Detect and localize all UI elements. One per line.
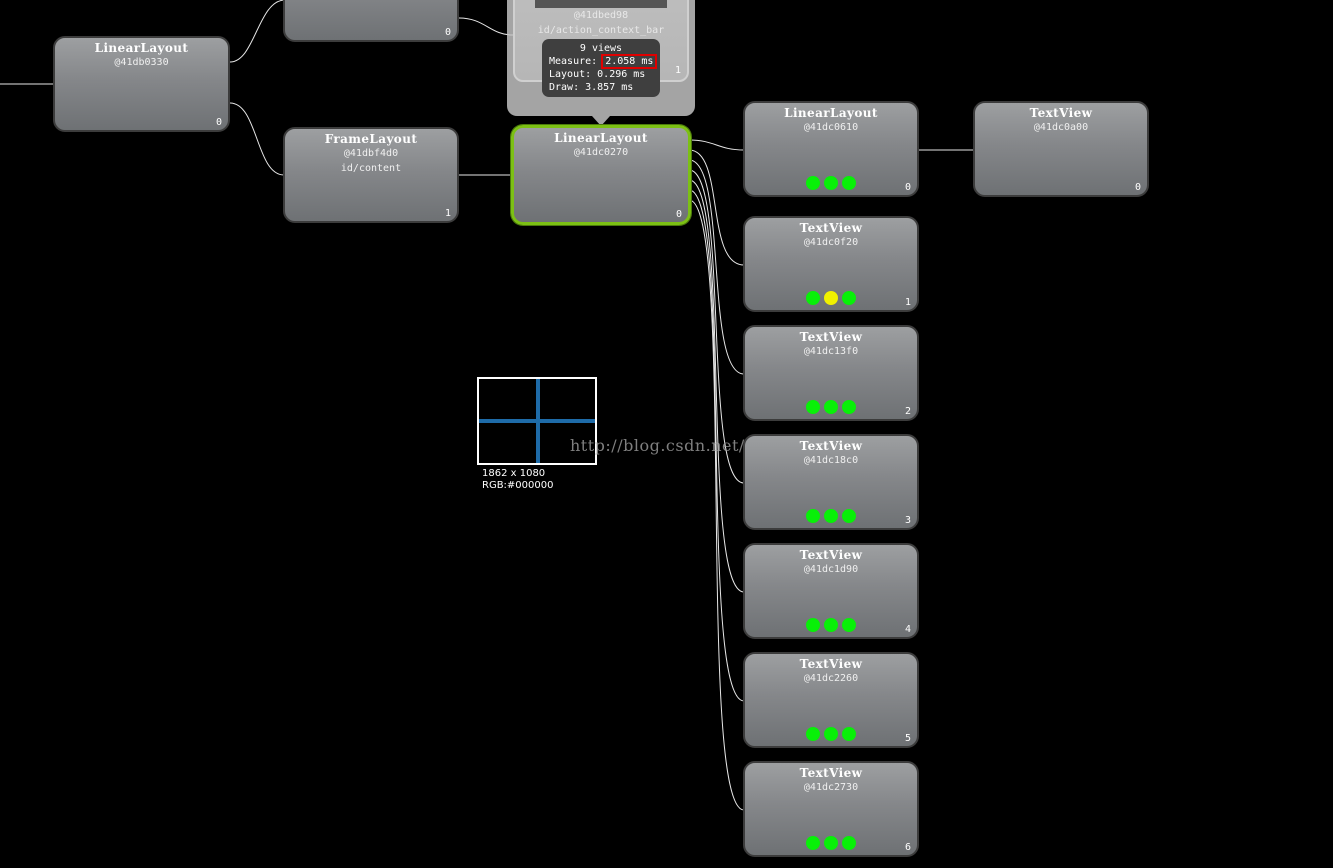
node-textview-2[interactable]: TextView @41dc13f0 2 xyxy=(743,325,919,421)
node-index: 0 xyxy=(444,27,451,38)
node-id: @41dc13f0 xyxy=(803,346,859,357)
node-id: @41dc0610 xyxy=(803,122,859,133)
perf-indicators xyxy=(745,509,917,523)
node-title: LinearLayout xyxy=(554,131,648,145)
node-title: TextView xyxy=(799,548,863,562)
crosshair-vertical xyxy=(536,379,540,463)
layout-indicator xyxy=(824,291,838,305)
measure-indicator xyxy=(806,400,820,414)
draw-indicator xyxy=(842,176,856,190)
node-title: TextView xyxy=(799,657,863,671)
node-id: @41dc1d90 xyxy=(803,564,859,575)
node-index: 1 xyxy=(674,65,681,76)
perf-indicators xyxy=(745,291,917,305)
node-id: @41dc0a00 xyxy=(1033,122,1089,133)
node-index: 0 xyxy=(904,182,911,193)
draw-time: Draw: 3.857 ms xyxy=(549,82,634,93)
node-id: @41dbed98 xyxy=(573,10,629,21)
node-index: 1 xyxy=(444,208,451,219)
node-id: @41dc2730 xyxy=(803,782,859,793)
node-index: 2 xyxy=(904,406,911,417)
perf-indicators xyxy=(745,618,917,632)
node-title: TextView xyxy=(799,221,863,235)
draw-indicator xyxy=(842,618,856,632)
node-title: TextView xyxy=(799,330,863,344)
node-linearlayout-selected[interactable]: LinearLayout @41dc0270 0 xyxy=(511,125,691,225)
node-id: @41dc0270 xyxy=(573,147,629,158)
measure-indicator xyxy=(806,727,820,741)
node-top-partial[interactable]: 0 xyxy=(283,0,459,42)
layout-time: Layout: 0.296 ms xyxy=(549,69,646,80)
perf-indicators xyxy=(745,176,917,190)
measure-value: 2.058 ms xyxy=(601,54,658,69)
views-count: 9 views xyxy=(579,43,623,54)
timing-stats: 9 views Measure: 2.058 ms Layout: 0.296 … xyxy=(542,39,660,97)
layout-preview[interactable] xyxy=(477,377,597,465)
node-id: @41dc2260 xyxy=(803,673,859,684)
draw-indicator xyxy=(842,836,856,850)
node-resource-id: id/content xyxy=(340,163,402,174)
node-textview-6[interactable]: TextView @41dc2730 6 xyxy=(743,761,919,857)
node-resource-id: id/action_context_bar xyxy=(537,25,665,36)
perf-indicators xyxy=(745,727,917,741)
node-id: @41dc18c0 xyxy=(803,455,859,466)
measure-time: Measure: 2.058 ms xyxy=(549,54,658,69)
measure-indicator xyxy=(806,509,820,523)
node-framelayout[interactable]: FrameLayout @41dbf4d0 id/content 1 xyxy=(283,127,459,223)
node-index: 4 xyxy=(904,624,911,635)
node-index: 6 xyxy=(904,842,911,853)
node-title: TextView xyxy=(1029,106,1093,120)
node-id: @41dbf4d0 xyxy=(343,148,399,159)
draw-indicator xyxy=(842,727,856,741)
node-textview-3[interactable]: TextView @41dc18c0 3 xyxy=(743,434,919,530)
layout-indicator xyxy=(824,509,838,523)
layout-indicator xyxy=(824,836,838,850)
ghost-bar xyxy=(535,0,667,8)
preview-info: 1862 x 1080 RGB:#000000 xyxy=(482,468,553,492)
node-index: 5 xyxy=(904,733,911,744)
node-textview-grandchild[interactable]: TextView @41dc0a00 0 xyxy=(973,101,1149,197)
perf-indicators xyxy=(745,400,917,414)
node-index: 1 xyxy=(904,297,911,308)
node-textview-1[interactable]: TextView @41dc0f20 1 xyxy=(743,216,919,312)
node-title: TextView xyxy=(799,439,863,453)
layout-indicator xyxy=(824,618,838,632)
layout-indicator xyxy=(824,176,838,190)
layout-indicator xyxy=(824,727,838,741)
node-linearlayout-root[interactable]: LinearLayout @41db0330 0 xyxy=(53,36,230,132)
node-textview-4[interactable]: TextView @41dc1d90 4 xyxy=(743,543,919,639)
draw-indicator xyxy=(842,400,856,414)
measure-indicator xyxy=(806,618,820,632)
measure-label: Measure: xyxy=(549,56,598,67)
draw-indicator xyxy=(842,509,856,523)
watermark: http://blog.csdn.net/ xyxy=(570,436,745,455)
node-title: TextView xyxy=(799,766,863,780)
measure-indicator xyxy=(806,291,820,305)
measure-indicator xyxy=(806,176,820,190)
node-title: LinearLayout xyxy=(784,106,878,120)
node-id: @41dc0f20 xyxy=(803,237,859,248)
layout-indicator xyxy=(824,400,838,414)
node-index: 3 xyxy=(904,515,911,526)
tooltip-arrow xyxy=(592,116,610,126)
node-title: LinearLayout xyxy=(94,41,189,55)
preview-rgb: RGB:#000000 xyxy=(482,480,554,491)
measure-indicator xyxy=(806,836,820,850)
node-id: @41db0330 xyxy=(114,57,169,68)
node-title: FrameLayout xyxy=(324,132,418,146)
preview-size: 1862 x 1080 xyxy=(482,468,546,479)
draw-indicator xyxy=(842,291,856,305)
node-index: 0 xyxy=(1134,182,1141,193)
perf-indicators xyxy=(745,836,917,850)
node-linearlayout-child[interactable]: LinearLayout @41dc0610 0 xyxy=(743,101,919,197)
node-index: 0 xyxy=(215,117,222,128)
node-index: 0 xyxy=(675,209,682,220)
node-textview-5[interactable]: TextView @41dc2260 5 xyxy=(743,652,919,748)
